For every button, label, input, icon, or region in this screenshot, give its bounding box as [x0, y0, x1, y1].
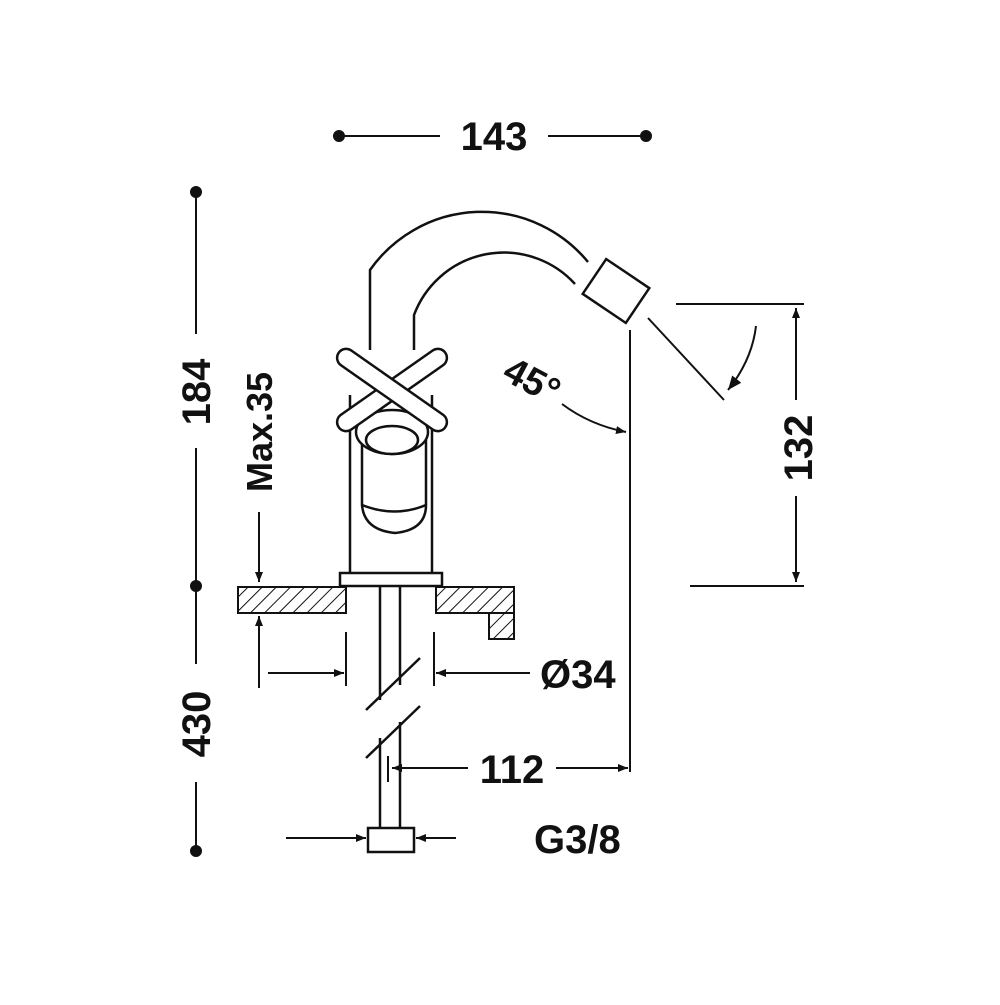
- dim-spout-reach-label: 112: [480, 748, 545, 792]
- dim-hole-diameter-label: Ø34: [540, 653, 616, 697]
- faucet: [335, 210, 652, 854]
- dim-spout-reach: [387, 330, 631, 782]
- dim-angle-label: 45°: [496, 349, 566, 413]
- dim-connection-label: G3/8: [534, 818, 621, 862]
- dim-hose-length-label: 430: [175, 691, 219, 758]
- dim-angle: [561, 317, 757, 435]
- dim-spout-height: [676, 303, 804, 587]
- dim-top-width: [333, 130, 652, 142]
- dim-total-height-label: 184: [175, 358, 219, 425]
- dim-hole-diameter: [268, 632, 530, 686]
- dim-left-column: [190, 186, 202, 857]
- dim-top-width-label: 143: [461, 115, 528, 159]
- dim-max-thickness-label: Max.35: [239, 372, 280, 492]
- dim-spout-height-label: 132: [777, 415, 821, 482]
- countertop: [237, 586, 515, 640]
